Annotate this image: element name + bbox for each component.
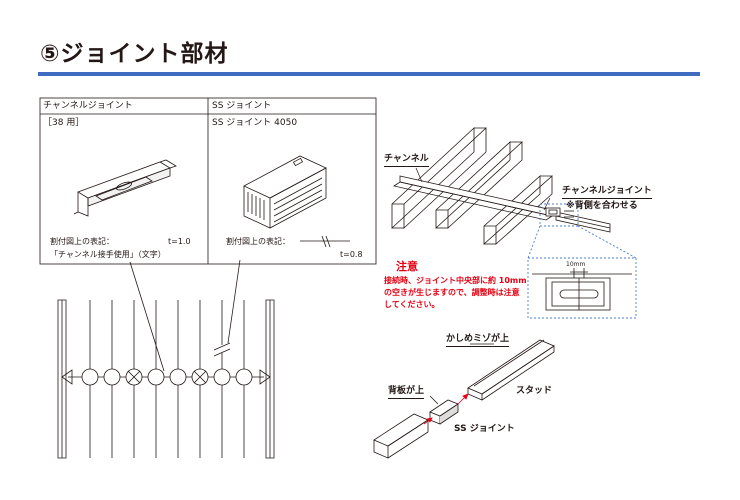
assembly-arrows: [423, 393, 469, 425]
channel-notation-label: 割付図上の表記：: [50, 237, 114, 246]
groove-label: かしめミゾが上: [446, 334, 510, 347]
ss-notation-value: t=0.8: [340, 250, 363, 259]
back-side-note: ※背側を合わせる: [566, 201, 638, 211]
ss-notation-symbol: [300, 235, 350, 248]
label-pointers: [415, 167, 551, 211]
ss-joint-label: SS ジョイント: [454, 424, 515, 434]
stud-drawing: [373, 339, 555, 459]
channel-joint-size: ［38 用］: [43, 118, 85, 128]
channel-joint-header: チャンネルジョイント: [43, 101, 133, 111]
ss-joint-model: SS ジョイント 4050: [212, 118, 298, 128]
channel-joint-drawing: [73, 159, 177, 217]
page-title: ⑤ジョイント部材: [40, 41, 229, 67]
back-plate-label: 背板が上: [388, 386, 425, 399]
gap-label: 10mm: [566, 261, 586, 268]
channel-label: チャンネル: [384, 154, 429, 167]
channel-notation-value: t=1.0: [168, 237, 191, 246]
ss-joint-header: SS ジョイント: [212, 101, 272, 111]
joint-detail-drawing: [532, 268, 632, 311]
channel-joint-label: チャンネルジョイント: [562, 186, 652, 199]
title-rule: [38, 72, 700, 76]
caution-title: 注意: [396, 260, 418, 273]
caution-line-1: 接続時、ジョイント中央部に約 10mm: [384, 276, 527, 285]
caution-line-2: の空きが生じますので、調整時は注意: [384, 288, 520, 297]
caution-line-3: してください。: [384, 300, 440, 309]
channel-assembly-drawing: [391, 127, 611, 245]
stud-label: スタッド: [516, 386, 553, 396]
ss-notation-label: 割付図上の表記：: [226, 237, 290, 246]
joint-detail-callout: [527, 203, 637, 319]
joint-table: [39, 97, 377, 265]
channel-notation-text: 「チャンネル接手使用」（文字）: [50, 250, 166, 259]
layout-plan: [57, 259, 275, 459]
ss-joint-drawing: [243, 155, 327, 229]
